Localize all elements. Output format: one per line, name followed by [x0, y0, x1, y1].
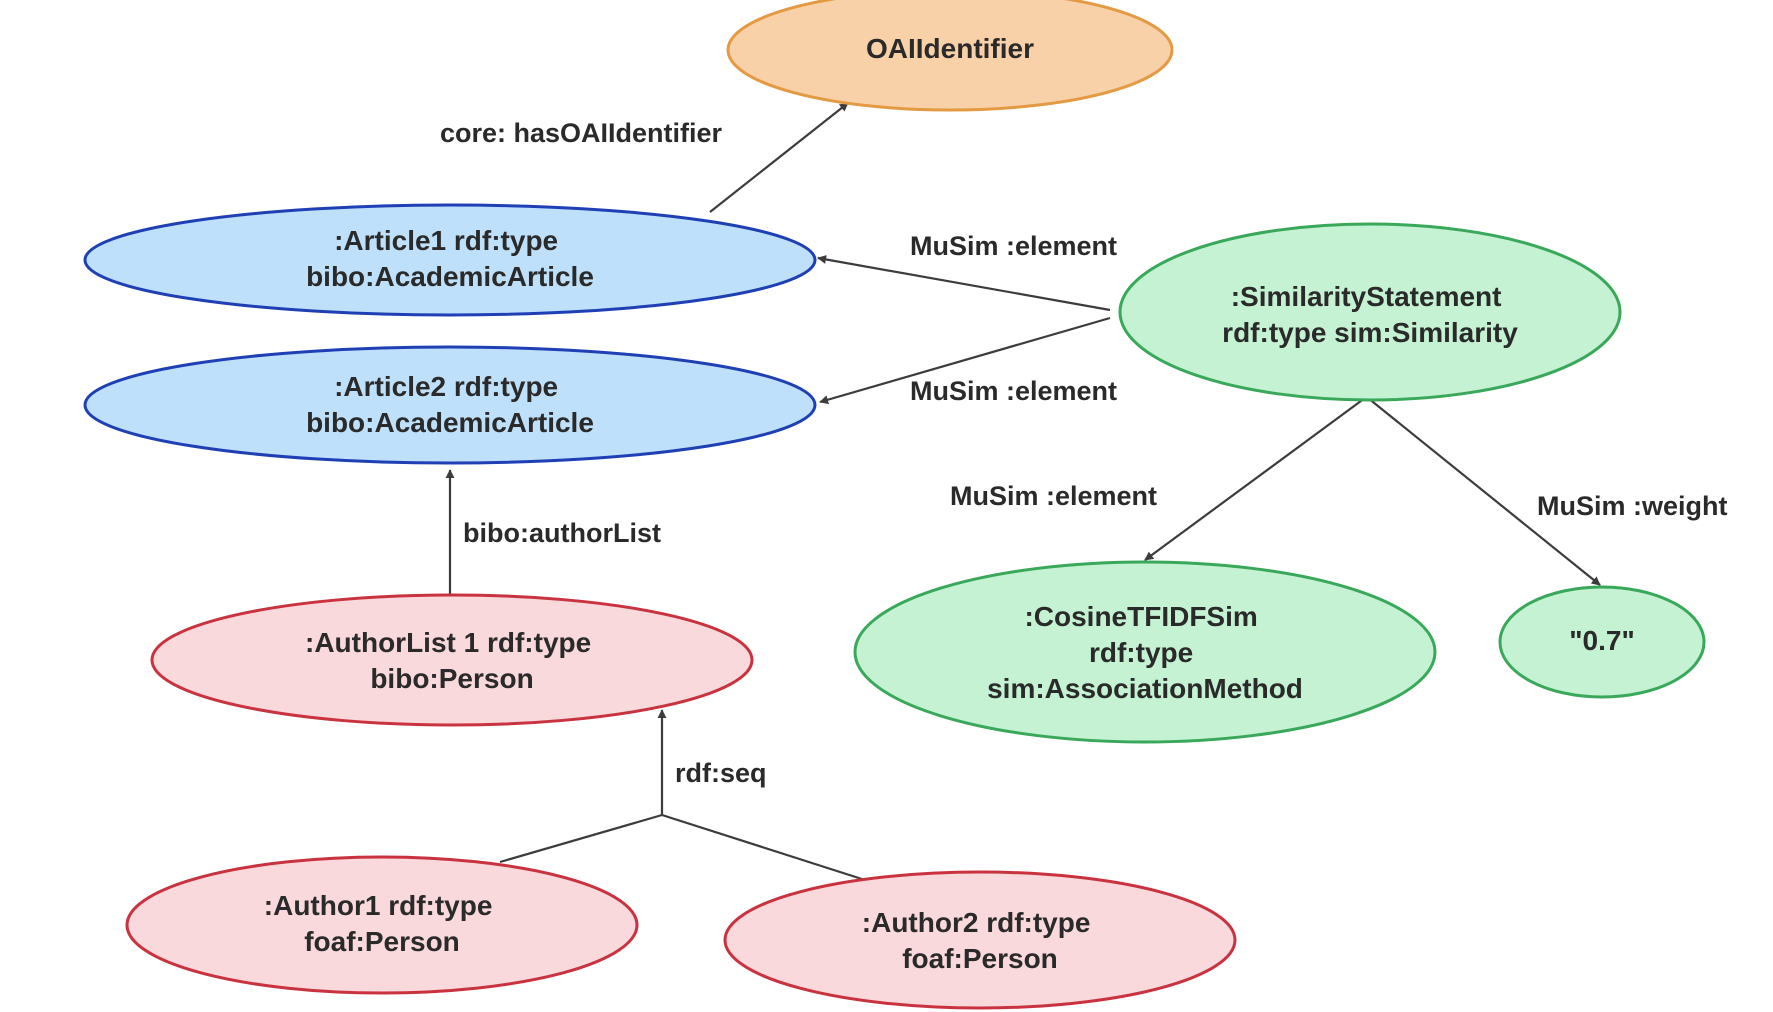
label-element-article1: MuSim :element: [910, 231, 1117, 261]
node-weight-value-label: "0.7": [1569, 625, 1634, 656]
node-oai-identifier-line-1: OAIIdentifier: [866, 33, 1034, 64]
node-weight-value: "0.7": [1498, 585, 1706, 699]
edge-rdf-seq-author1: [499, 813, 663, 864]
label-element-cosine: MuSim :element: [950, 481, 1157, 511]
node-author2-line-2: foaf:Person: [902, 943, 1058, 974]
node-cosine-tfidf-line-1: :CosineTFIDFSim: [1024, 601, 1257, 632]
node-cosine-tfidf-label: :CosineTFIDFSim rdf:type sim:Association…: [987, 601, 1303, 704]
edge-labels: core: hasOAIIdentifier MuSim :element Mu…: [440, 118, 1728, 788]
node-article1-shape: [83, 203, 817, 317]
node-author2-line-1: :Author2 rdf:type: [862, 907, 1091, 938]
label-has-oai-identifier: core: hasOAIIdentifier: [440, 118, 723, 148]
node-article1: :Article1 rdf:type bibo:AcademicArticle: [83, 203, 817, 317]
node-article1-line-2: bibo:AcademicArticle: [306, 261, 594, 292]
node-article2-line-1: :Article2 rdf:type: [334, 371, 558, 402]
node-cosine-tfidf-line-2: rdf:type: [1089, 637, 1193, 668]
node-weight-value-line-1: "0.7": [1569, 625, 1634, 656]
edge-weight: [1367, 397, 1601, 586]
node-author2: :Author2 rdf:type foaf:Person: [723, 870, 1237, 1010]
edge-has-oai-identifier: [709, 102, 849, 213]
node-author-list-line-2: bibo:Person: [370, 663, 533, 694]
node-author-list-shape: [150, 593, 754, 727]
node-author-list-label: :AuthorList 1 rdf:type bibo:Person: [305, 627, 599, 694]
node-similarity-statement-label: :SimilarityStatement rdf:type sim:Simila…: [1222, 281, 1518, 348]
node-article2-line-2: bibo:AcademicArticle: [306, 407, 594, 438]
node-similarity-statement-shape: [1118, 222, 1622, 402]
node-oai-identifier-label: OAIIdentifier: [866, 33, 1034, 64]
node-author-list: :AuthorList 1 rdf:type bibo:Person: [150, 593, 754, 727]
node-author1-line-2: foaf:Person: [304, 926, 460, 957]
label-rdf-seq: rdf:seq: [675, 758, 767, 788]
node-similarity-statement-line-1: :SimilarityStatement: [1231, 281, 1502, 312]
node-article2-label: :Article2 rdf:type bibo:AcademicArticle: [306, 371, 594, 438]
node-article2: :Article2 rdf:type bibo:AcademicArticle: [83, 345, 817, 465]
edge-rdf-seq-author2: [661, 813, 866, 882]
node-cosine-tfidf: :CosineTFIDFSim rdf:type sim:Association…: [853, 560, 1437, 744]
edge-element-cosine: [1144, 397, 1366, 561]
edge-element-article1: [817, 254, 1111, 312]
label-author-list: bibo:authorList: [463, 518, 661, 548]
node-article2-shape: [83, 345, 817, 465]
label-element-article2: MuSim :element: [910, 376, 1117, 406]
node-author1-shape: [125, 855, 639, 995]
node-similarity-statement-line-2: rdf:type sim:Similarity: [1222, 317, 1518, 348]
node-author1: :Author1 rdf:type foaf:Person: [125, 855, 639, 995]
node-author1-line-1: :Author1 rdf:type: [264, 890, 493, 921]
node-cosine-tfidf-line-3: sim:AssociationMethod: [987, 673, 1303, 704]
node-author2-label: :Author2 rdf:type foaf:Person: [862, 907, 1098, 974]
node-article1-label: :Article1 rdf:type bibo:AcademicArticle: [306, 225, 594, 292]
label-weight: MuSim :weight: [1537, 491, 1728, 521]
node-similarity-statement: :SimilarityStatement rdf:type sim:Simila…: [1118, 222, 1622, 402]
node-weight-value-shape: [1498, 585, 1706, 699]
edge-element-article2: [819, 316, 1111, 405]
node-author1-label: :Author1 rdf:type foaf:Person: [264, 890, 500, 957]
node-author2-shape: [723, 870, 1237, 1010]
edges: [445, 102, 1601, 882]
node-oai-identifier-shape: [726, 0, 1174, 112]
node-article1-line-1: :Article1 rdf:type: [334, 225, 558, 256]
node-cosine-tfidf-shape: [853, 560, 1437, 744]
node-author-list-line-1: :AuthorList 1 rdf:type: [305, 627, 591, 658]
node-oai-identifier: OAIIdentifier: [726, 0, 1174, 112]
